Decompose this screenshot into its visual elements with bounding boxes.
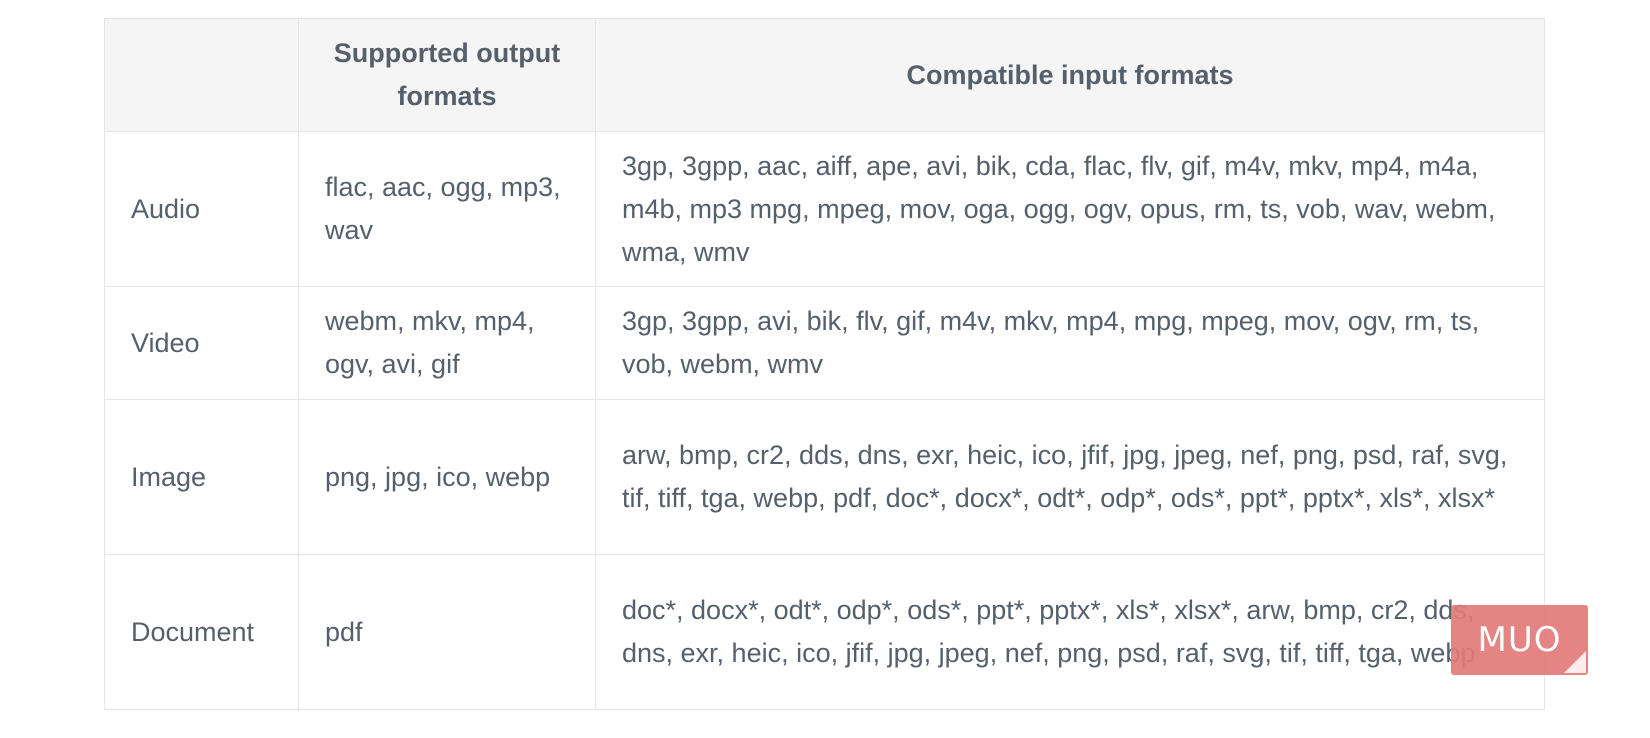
input-formats-cell: 3gp, 3gpp, avi, bik, flv, gif, m4v, mkv,… (595, 286, 1545, 400)
header-category (104, 18, 299, 132)
category-cell: Image (104, 399, 299, 555)
table-row: Video webm, mkv, mp4, ogv, avi, gif 3gp,… (104, 286, 1545, 400)
input-formats-cell: arw, bmp, cr2, dds, dns, exr, heic, ico,… (595, 399, 1545, 555)
input-formats-cell: doc*, docx*, odt*, odp*, ods*, ppt*, ppt… (595, 554, 1545, 710)
table-body: Audio flac, aac, ogg, mp3, wav 3gp, 3gpp… (104, 131, 1545, 710)
table-row: Audio flac, aac, ogg, mp3, wav 3gp, 3gpp… (104, 131, 1545, 287)
header-row: Supported output formats Compatible inpu… (104, 18, 1545, 132)
table-header: Supported output formats Compatible inpu… (104, 18, 1545, 132)
watermark-text: MUO (1477, 620, 1562, 660)
table-row: Image png, jpg, ico, webp arw, bmp, cr2,… (104, 399, 1545, 555)
header-input-formats: Compatible input formats (595, 18, 1545, 132)
category-cell: Audio (104, 131, 299, 287)
output-formats-cell: flac, aac, ogg, mp3, wav (298, 131, 596, 287)
table-row: Document pdf doc*, docx*, odt*, odp*, od… (104, 554, 1545, 710)
formats-table: Supported output formats Compatible inpu… (104, 18, 1545, 710)
category-cell: Video (104, 286, 299, 400)
corner-fold-icon (1564, 651, 1586, 673)
input-formats-cell: 3gp, 3gpp, aac, aiff, ape, avi, bik, cda… (595, 131, 1545, 287)
output-formats-cell: pdf (298, 554, 596, 710)
header-output-formats: Supported output formats (298, 18, 596, 132)
output-formats-cell: webm, mkv, mp4, ogv, avi, gif (298, 286, 596, 400)
output-formats-cell: png, jpg, ico, webp (298, 399, 596, 555)
muo-watermark-logo: MUO (1451, 605, 1588, 675)
category-cell: Document (104, 554, 299, 710)
